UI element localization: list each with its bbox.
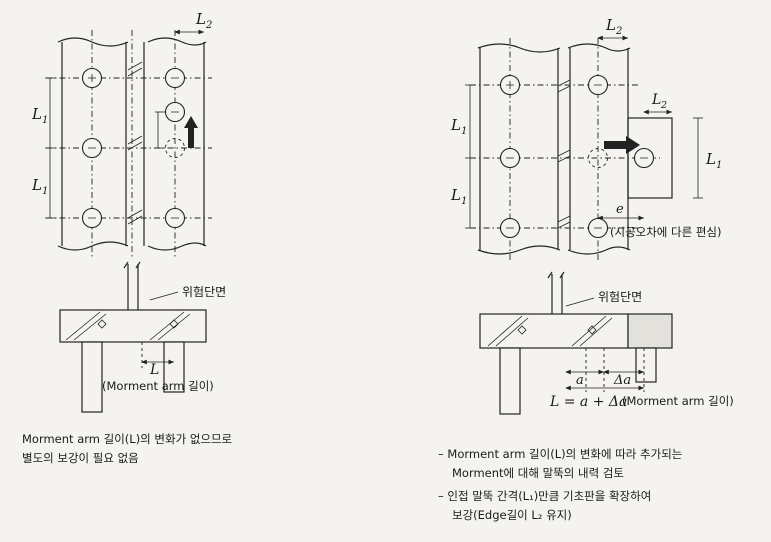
left-section-hatch bbox=[65, 311, 191, 341]
right-delta-a-label: Δa bbox=[613, 373, 631, 388]
right-L1-plate-label: L bbox=[705, 150, 716, 168]
left-section-view: L (Morment arm 길이) 위험단면 bbox=[59, 261, 226, 413]
right-L1-plate-sub: 1 bbox=[716, 160, 722, 171]
left-moment-arm-label: (Morment arm 길이) bbox=[102, 379, 214, 393]
right-L2-plate-label: L bbox=[651, 92, 661, 108]
left-L1-sub-a: 1 bbox=[42, 115, 48, 126]
right-pile-2 bbox=[635, 347, 657, 383]
right-L2-top-sub: 2 bbox=[615, 26, 622, 37]
right-note2-line2: 보강(Edge길이 L₂ 유지) bbox=[452, 508, 572, 522]
left-wavy-edge-top-a bbox=[57, 37, 129, 47]
right-footing-section bbox=[479, 313, 629, 349]
right-note1-line2: Morment에 대해 말뚝의 내력 검토 bbox=[452, 466, 624, 480]
right-L2-plate-sub: 2 bbox=[660, 100, 667, 111]
left-wavy-edge-top-b bbox=[147, 37, 207, 46]
shift-right-arrow bbox=[604, 136, 640, 154]
right-note1-line1: – Morment arm 길이(L)의 변화에 따라 추가되는 bbox=[438, 447, 682, 461]
left-L1-sub-b: 1 bbox=[42, 186, 48, 197]
left-L-label: L bbox=[149, 362, 159, 378]
right-danger-section-label: 위험단면 bbox=[598, 290, 642, 304]
shift-up-arrow bbox=[184, 116, 198, 148]
right-section-view: a Δa L = a + Δa (Morment arm 길이) 위험단면 bbox=[479, 271, 734, 415]
left-plan-view: L 1 L 1 L 2 bbox=[31, 10, 212, 258]
right-L1-label-a: L bbox=[450, 116, 461, 134]
right-pile-1 bbox=[499, 347, 521, 415]
right-L1-sub-b: 1 bbox=[461, 196, 467, 207]
left-pile-1 bbox=[81, 341, 103, 413]
right-L1-label-b: L bbox=[450, 186, 461, 204]
right-e-label: e bbox=[616, 202, 624, 217]
right-eccentricity-label: (시공오차에 다른 편심) bbox=[610, 225, 722, 239]
right-formula-label: L = a + Δa bbox=[549, 394, 627, 410]
right-moment-arm-label: (Morment arm 길이) bbox=[622, 394, 734, 408]
right-extension-section bbox=[627, 313, 673, 349]
left-L1-label-a: L bbox=[31, 105, 42, 123]
right-pile-design-position bbox=[588, 148, 608, 168]
left-note-line1: Morment arm 길이(L)의 변화가 없으므로 bbox=[22, 432, 232, 446]
left-L2-sub: 2 bbox=[205, 20, 212, 31]
right-note2-line1: – 인접 말뚝 간격(L₁)만큼 기초판을 확장하여 bbox=[438, 489, 651, 503]
right-a-label: a bbox=[576, 373, 584, 388]
right-plan-view: L 1 L 1 L 2 L 2 L 1 e (시공오차에 다른 편심) bbox=[450, 16, 722, 262]
left-footing-section bbox=[59, 309, 207, 343]
left-L1-label-b: L bbox=[31, 176, 42, 194]
left-break-hatch bbox=[127, 61, 143, 225]
left-L2-label: L bbox=[195, 10, 206, 28]
right-L2-top-label: L bbox=[605, 16, 616, 34]
left-pile-2 bbox=[163, 341, 185, 393]
left-danger-section-label: 위험단면 bbox=[182, 285, 226, 299]
pile-design-position bbox=[165, 138, 185, 158]
right-L1-sub-a: 1 bbox=[461, 126, 467, 137]
left-note-line2: 별도의 보강이 필요 없음 bbox=[22, 451, 139, 465]
